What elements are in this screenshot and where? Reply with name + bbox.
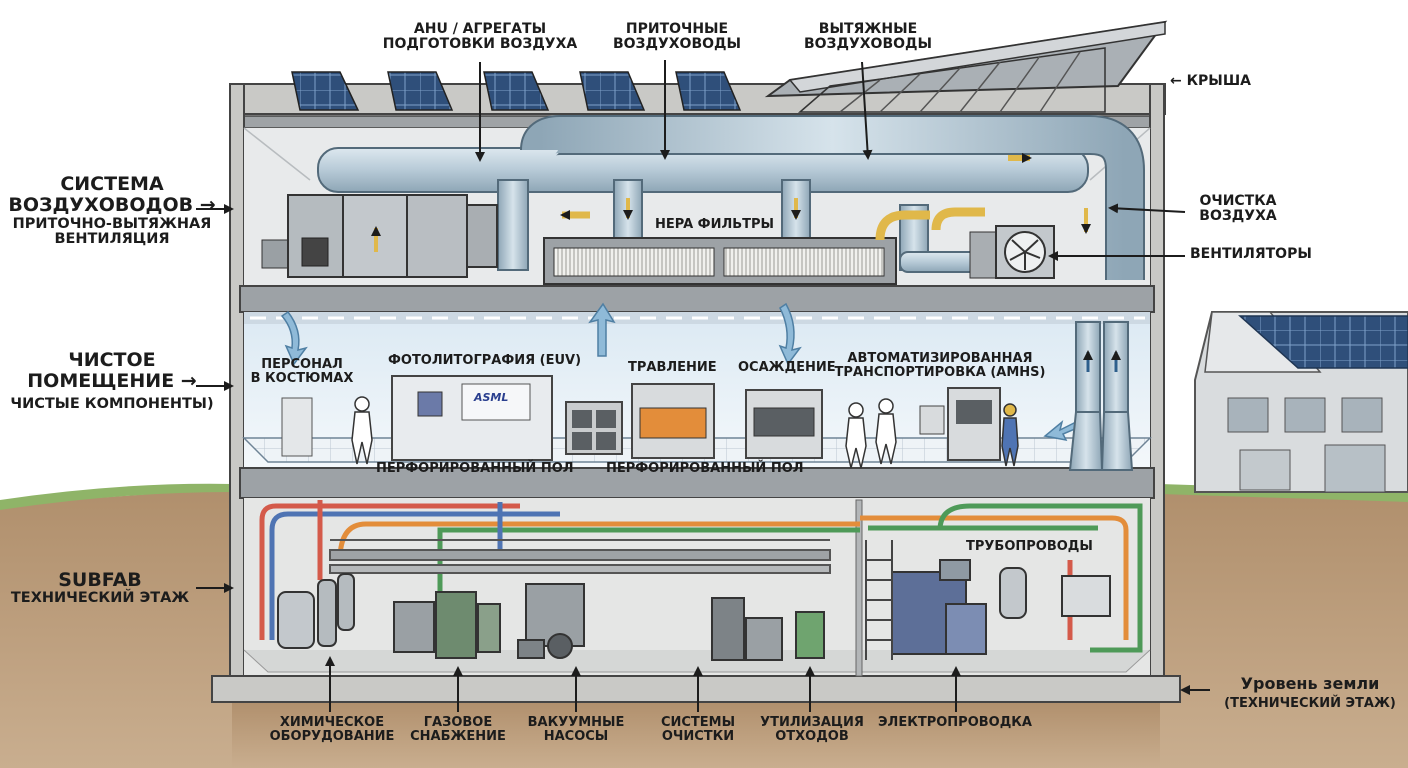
neighbor-building xyxy=(1194,311,1408,493)
label-ahu-line2: ПОДГОТОВКИ ВОЗДУХА xyxy=(382,35,578,52)
label-amhs: АВТОМАТИЗИРОВАННАЯ ТРАНСПОРТИРОВКА (AMHS… xyxy=(835,352,1046,379)
wall-left xyxy=(229,83,245,701)
label-cleaning-systems-line2: ОЧИСТКИ xyxy=(661,728,735,744)
label-cleanroom-title1: ЧИСТОЕ xyxy=(68,349,156,371)
label-supply-ducts-line1: ПРИТОЧНЫЕ xyxy=(625,21,729,37)
return-air-risers xyxy=(1068,321,1134,471)
label-duct-system-sub2: ВЕНТИЛЯЦИЯ xyxy=(54,230,170,247)
label-gas-line1: ГАЗОВОЕ xyxy=(423,715,493,730)
fan-unit xyxy=(969,225,1055,279)
label-duct-system-sub1: ПРИТОЧНО-ВЫТЯЖНАЯ xyxy=(12,215,212,232)
wall-right xyxy=(1149,83,1165,701)
label-personnel-line2: В КОСТЮМАХ xyxy=(250,370,354,386)
label-air-cleaning-line1: ОЧИСТКА xyxy=(1199,193,1277,209)
label-etching: ТРАВЛЕНИЕ xyxy=(628,360,717,375)
label-waste: УТИЛИЗАЦИЯ ОТХОДОВ xyxy=(760,716,864,743)
callout-arrows xyxy=(196,60,1210,712)
duct-network xyxy=(317,115,1145,280)
label-duct-system-title2: ВОЗДУХОВОДОВ → xyxy=(8,194,216,217)
label-chem: ХИМИЧЕСКОЕ ОБОРУДОВАНИЕ xyxy=(270,716,395,743)
catwalk xyxy=(329,539,831,574)
interstitial-slab xyxy=(239,285,1155,313)
asml-logo: ASML xyxy=(474,391,509,404)
cleanroom-personnel xyxy=(351,396,897,469)
label-chem-line2: ОБОРУДОВАНИЕ xyxy=(269,728,395,744)
label-cleaning-systems-line1: СИСТЕМЫ xyxy=(660,715,736,730)
label-hepa: HEPA ФИЛЬТРЫ xyxy=(655,217,775,232)
label-roof: ← КРЫША xyxy=(1170,73,1251,89)
label-chem-line1: ХИМИЧЕСКОЕ xyxy=(279,715,385,730)
label-duct-system-title1: СИСТЕМА xyxy=(60,173,164,195)
label-subfab-title: SUBFAB xyxy=(58,569,142,591)
label-supply-ducts: ПРИТОЧНЫЕ ВОЗДУХОВОДЫ xyxy=(613,22,741,51)
label-vacuum-line2: НАСОСЫ xyxy=(543,728,609,744)
label-cleanroom-sub: ЧИСТЫЕ КОМПОНЕНТЫ) xyxy=(10,395,214,412)
label-fans: ВЕНТИЛЯТОРЫ xyxy=(1190,246,1312,262)
label-amhs-line2: ТРАНСПОРТИРОВКА (AMHS) xyxy=(834,364,1046,380)
label-floor-2: ПЕРФОРИРОВАННЫЙ ПОЛ xyxy=(606,461,804,476)
label-pipelines: ТРУБОПРОВОДЫ xyxy=(966,539,1093,554)
label-exhaust-ducts-line2: ВОЗДУХОВОДЫ xyxy=(803,35,933,52)
label-waste-line1: УТИЛИЗАЦИЯ xyxy=(760,715,864,730)
hepa-filter-bank xyxy=(543,198,1091,285)
grass-left xyxy=(0,483,232,510)
subfab-stairs xyxy=(865,540,893,660)
soil-left xyxy=(0,488,232,768)
label-ahu: AHU / АГРЕГАТЫ ПОДГОТОВКИ ВОЗДУХА xyxy=(383,22,577,51)
cleanroom-tools xyxy=(281,375,1001,461)
label-amhs-line1: АВТОМАТИЗИРОВАННАЯ xyxy=(847,351,1033,366)
label-supply-ducts-line2: ВОЗДУХОВОДЫ xyxy=(612,35,742,52)
label-personnel-line1: ПЕРСОНАЛ xyxy=(261,357,343,372)
label-ahu-line1: AHU / АГРЕГАТЫ xyxy=(413,21,547,37)
soil-bottom xyxy=(232,700,1160,768)
ahu-units xyxy=(261,194,498,278)
label-air-cleaning-line2: ВОЗДУХА xyxy=(1199,207,1277,224)
label-subfab: SUBFAB ТЕХНИЧЕСКИЙ ЭТАЖ xyxy=(10,569,190,607)
label-deposition: ОСАЖДЕНИЕ xyxy=(738,360,836,375)
label-duct-system: СИСТЕМА ВОЗДУХОВОДОВ → ПРИТОЧНО-ВЫТЯЖНАЯ… xyxy=(8,173,216,247)
label-exhaust-ducts: ВЫТЯЖНЫЕ ВОЗДУХОВОДЫ xyxy=(804,22,932,51)
label-vacuum-line1: ВАКУУМНЫЕ xyxy=(527,715,625,730)
label-electrical: ЭЛЕКТРОПРОВОДКА xyxy=(878,715,1032,730)
label-ground: Уровень земли (ТЕХНИЧЕСКИЙ ЭТАЖ) xyxy=(1224,674,1396,711)
foundation-slab xyxy=(211,675,1181,703)
label-gas: ГАЗОВОЕ СНАБЖЕНИЕ xyxy=(410,716,506,743)
label-vacuum: ВАКУУМНЫЕ НАСОСЫ xyxy=(528,716,625,743)
label-waste-line2: ОТХОДОВ xyxy=(775,728,849,744)
label-gas-line2: СНАБЖЕНИЕ xyxy=(410,728,506,744)
label-exhaust-ducts-line1: ВЫТЯЖНЫЕ xyxy=(818,21,918,37)
label-personnel: ПЕРСОНАЛ В КОСТЮМАХ xyxy=(251,358,354,385)
label-photolitho: ФОТОЛИТОГРАФИЯ (EUV) xyxy=(388,353,582,368)
label-cleanroom-title2: ПОМЕЩЕНИЕ → xyxy=(27,370,197,393)
label-cleaning-systems: СИСТЕМЫ ОЧИСТКИ xyxy=(661,716,735,743)
soil-right xyxy=(1160,488,1408,768)
label-ground-line1: Уровень земли xyxy=(1240,674,1380,693)
airflow-arrows xyxy=(280,302,1083,442)
label-subfab-sub: ТЕХНИЧЕСКИЙ ЭТАЖ xyxy=(10,590,190,607)
subfab-equipment xyxy=(277,559,1111,661)
label-ground-line2: (ТЕХНИЧЕСКИЙ ЭТАЖ) xyxy=(1224,695,1396,711)
label-floor-1: ПЕРФОРИРОВАННЫЙ ПОЛ xyxy=(376,461,574,476)
label-air-cleaning: ОЧИСТКА ВОЗДУХА xyxy=(1199,194,1276,223)
label-cleanroom: ЧИСТОЕ ПОМЕЩЕНИЕ → ЧИСТЫЕ КОМПОНЕНТЫ) xyxy=(10,349,214,412)
